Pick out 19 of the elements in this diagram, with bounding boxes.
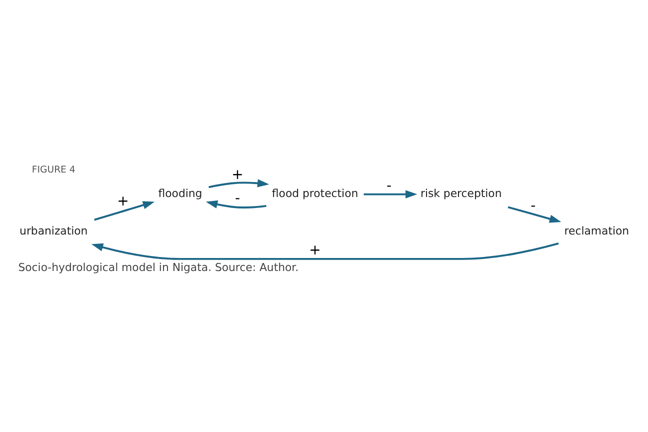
arrow <box>208 178 270 188</box>
label: FIGURE 4 <box>32 164 76 176</box>
node-text: urbanization <box>20 224 88 238</box>
node-text: flood protection <box>272 186 358 200</box>
edge-label: + <box>232 166 244 183</box>
edge-label: - <box>234 190 240 206</box>
edge-label: - <box>530 198 536 214</box>
arrow <box>508 206 562 222</box>
arrow <box>206 200 266 208</box>
arrow <box>364 190 418 198</box>
edge-label: - <box>386 177 392 194</box>
edge-label: + <box>117 193 129 210</box>
caption: Socio-hydrological model in Nigata. Source: Author. <box>18 260 299 274</box>
arrow <box>94 200 155 220</box>
node-text: risk perception <box>420 186 502 200</box>
edge-label: + <box>309 242 321 258</box>
node-text: reclamation <box>564 224 630 238</box>
arrow <box>91 242 559 260</box>
node-text: flooding <box>158 186 202 200</box>
